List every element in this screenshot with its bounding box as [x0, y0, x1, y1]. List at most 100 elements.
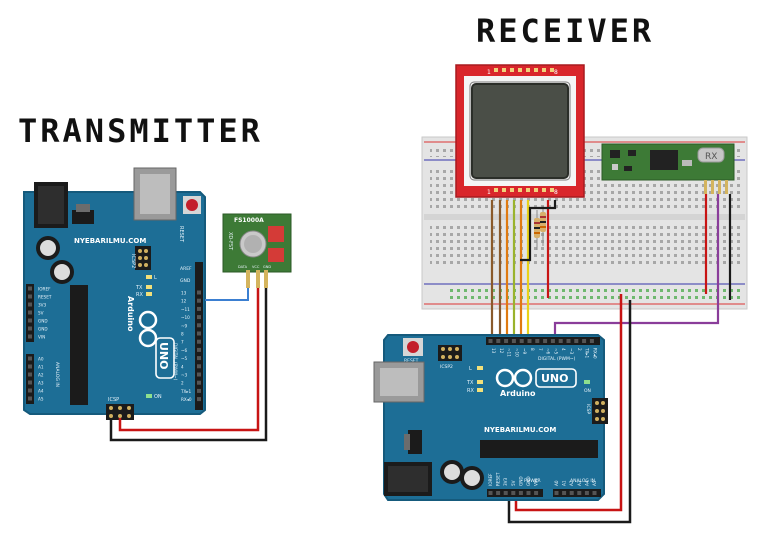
rx-module-label: RX	[705, 152, 717, 162]
header-pin	[28, 364, 32, 369]
digital-pin-label: TX▸1	[180, 389, 192, 394]
icsp-header: ICSP	[106, 397, 134, 420]
header-pin	[543, 339, 548, 343]
receiver-wires	[490, 194, 732, 524]
digital-header	[195, 262, 203, 410]
on-label: ON	[154, 394, 162, 400]
header-pin	[488, 339, 493, 343]
icsp-header: ICSP	[585, 398, 608, 424]
digital-pin-label: 4	[181, 364, 184, 369]
lcd-pin	[526, 68, 530, 72]
header-pin	[511, 491, 516, 495]
power-pin-label: 3V3	[503, 477, 508, 486]
reset-button[interactable]	[407, 341, 419, 353]
header-pin	[511, 339, 516, 343]
digital-pin-label: ~3	[569, 348, 574, 355]
digital-pin-label: ~10	[181, 315, 190, 320]
header-pin	[526, 491, 531, 495]
digital-pin-label: 13	[491, 348, 496, 354]
wire-vcc-red	[118, 288, 260, 432]
brand-label: Arduino	[500, 389, 536, 398]
icsp2-label: ICSP2	[130, 254, 136, 268]
board-site-label: NYEBARILMU.COM	[484, 426, 556, 434]
analog-header	[26, 354, 34, 404]
header-pin	[574, 339, 579, 343]
header-pin	[582, 339, 587, 343]
l-label: L	[154, 275, 157, 281]
gnd-label: GND	[180, 278, 191, 284]
icsp2-header: ICSP2	[438, 345, 462, 370]
digital-pin-label: ~6	[546, 348, 551, 355]
header-pin	[28, 356, 32, 361]
header-pin	[584, 491, 589, 495]
digital-pin-label: 7	[538, 348, 543, 351]
header-pin	[569, 491, 574, 495]
rx-led	[477, 388, 483, 392]
header-pin	[503, 491, 508, 495]
model-label: UNO	[541, 372, 569, 385]
lcd-display: 1 8 1 8	[455, 64, 585, 198]
transmitter-title: TRANSMITTER	[18, 112, 263, 150]
wire-power-red	[514, 294, 623, 512]
analog-in-label: ANALOG IN	[54, 362, 60, 387]
lcd-pin	[550, 188, 554, 192]
l-label: L	[469, 366, 472, 372]
icsp2-label: ICSP2	[440, 364, 453, 370]
header-pin	[197, 380, 201, 385]
digital-pin-label: 12	[499, 348, 504, 354]
rx-led	[146, 292, 152, 296]
header-pin	[28, 326, 32, 331]
receiver-title: RECEIVER	[476, 12, 654, 50]
digital-pin-label: ~3	[181, 373, 188, 378]
analog-in-label: ANALOG IN	[570, 478, 595, 484]
power-pin-label: 5V	[511, 480, 516, 486]
header-pin	[562, 491, 567, 495]
brand-label: Arduino	[126, 296, 135, 332]
header-pin	[558, 339, 563, 343]
tx-led	[477, 380, 483, 384]
arduino-logo-icon	[495, 368, 533, 388]
digital-pin-label: TX▸1	[585, 347, 590, 359]
lcd-screen	[471, 83, 569, 179]
analog-pin-label: A3	[38, 381, 44, 386]
analog-pin-label: A2	[38, 373, 44, 378]
digital-label: DIGITAL (PWM~)	[172, 343, 178, 381]
power-label: POWER	[524, 478, 541, 484]
header-pin	[197, 372, 201, 377]
header-pin	[197, 356, 201, 361]
module-name: FS1000A	[234, 217, 264, 224]
header-pin	[197, 290, 201, 295]
power-pin-label: 5V	[38, 311, 44, 316]
header-pin	[197, 331, 201, 336]
on-led	[584, 380, 590, 384]
l-led	[477, 366, 483, 370]
header-pin	[197, 306, 201, 311]
transmitter-wires	[109, 288, 268, 442]
tx-led	[146, 285, 152, 289]
power-pin-label: 3V3	[38, 303, 47, 308]
lcd-pin	[550, 68, 554, 72]
lcd-pin	[534, 68, 538, 72]
analog-pin-label: A5	[38, 397, 44, 402]
header-pin	[197, 364, 201, 369]
module-pin-gnd: GND	[263, 265, 271, 269]
receiver-arduino: RESET ICSP2 L TX RX Arduino UNO ON	[373, 334, 608, 501]
lcd-pin	[518, 188, 522, 192]
lcd-pin	[494, 188, 498, 192]
header-pin	[197, 347, 201, 352]
analog-pin-label: A1	[562, 480, 567, 486]
power-pin-label: RESET	[496, 472, 501, 486]
digital-pin-label: ~11	[507, 348, 512, 357]
header-pin	[28, 380, 32, 385]
digital-header	[486, 337, 600, 345]
lcd-pin	[526, 188, 530, 192]
reset-button[interactable]	[186, 199, 198, 211]
wire-gnd-black	[109, 288, 268, 442]
digital-label: DIGITAL (PWM~)	[538, 356, 576, 362]
resistor	[534, 210, 540, 250]
header-pin	[592, 491, 597, 495]
resistor	[540, 206, 546, 246]
analog-pin-label: A2	[569, 480, 574, 486]
wire-rx-data-purple	[553, 194, 720, 340]
